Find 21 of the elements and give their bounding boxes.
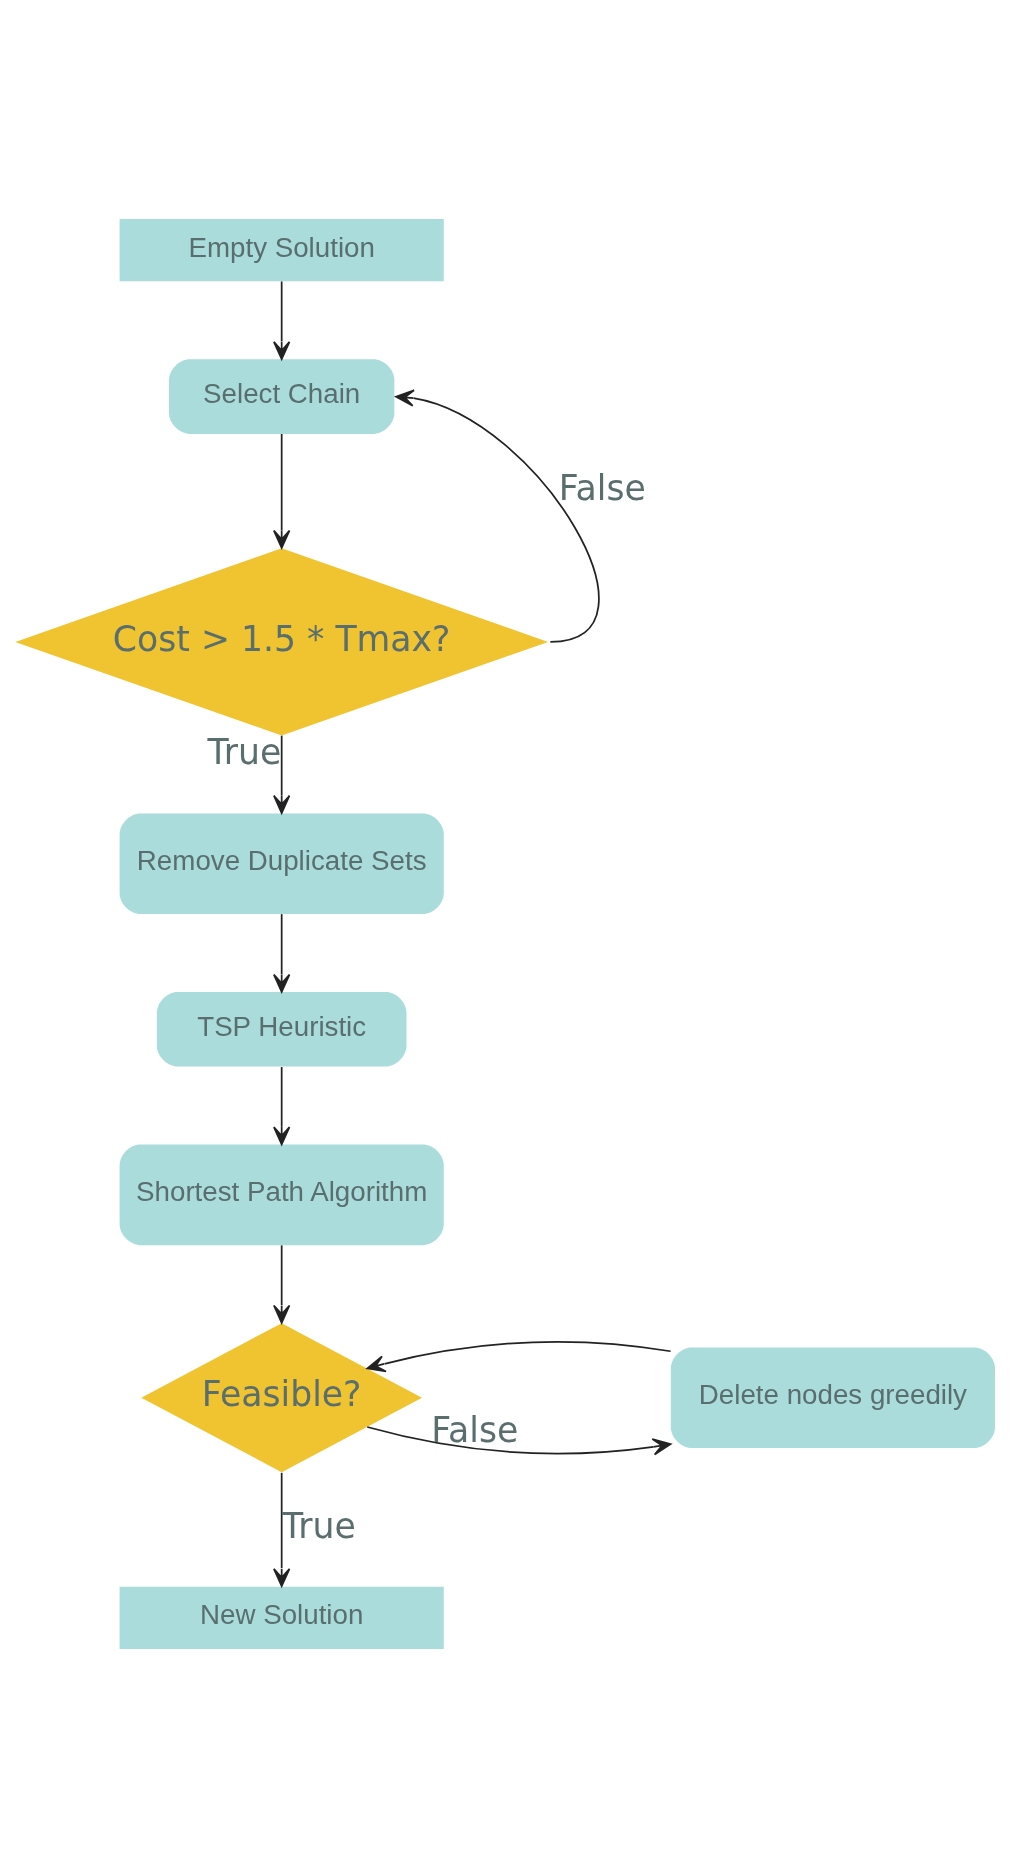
node-box: Select Chain (169, 358, 395, 434)
arrow (273, 432, 291, 549)
arrow (366, 1340, 672, 1372)
node-box: Remove Duplicate Sets (119, 813, 444, 914)
arrow (273, 1471, 291, 1587)
arrow (273, 280, 291, 360)
arrow (273, 734, 291, 814)
arrow (395, 388, 600, 643)
node-diamond: Feasible? (141, 1322, 422, 1472)
node-diamond: Cost > 1.5 * Tmax? (15, 547, 549, 735)
node-box: Empty Solution (119, 218, 444, 281)
arrow (273, 1244, 291, 1324)
node-box: Delete nodes greedily (670, 1346, 995, 1448)
edge-label: False (558, 467, 646, 508)
arrow (366, 1425, 672, 1455)
node-box: TSP Heuristic (156, 991, 407, 1067)
edge-label: False (431, 1409, 519, 1450)
node-box: New Solution (119, 1586, 444, 1649)
arrow (273, 1065, 291, 1145)
arrow (273, 912, 291, 993)
node-box: Shortest Path Algorithm (119, 1144, 444, 1245)
